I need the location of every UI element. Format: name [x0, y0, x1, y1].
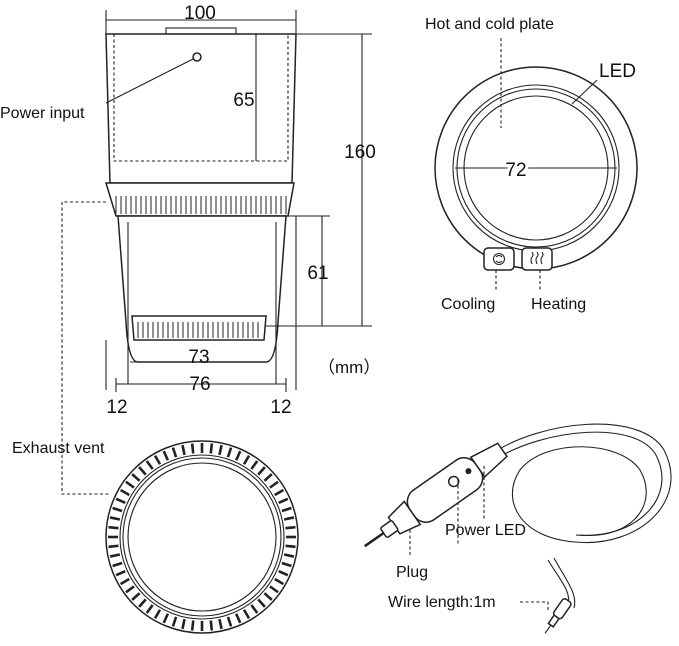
label-heating: Heating [531, 296, 586, 313]
vent-tooth [209, 620, 214, 631]
vent-tooth [109, 516, 121, 521]
vent-tooth [115, 569, 126, 577]
power-input-port [192, 52, 202, 62]
vent-tooth [109, 553, 121, 558]
vent-tooth [171, 616, 178, 627]
vent-tooth [138, 466, 147, 476]
dim-upper-height: 65 [233, 90, 254, 111]
vent-tooth [234, 613, 242, 624]
cooling-button[interactable] [483, 247, 515, 271]
dim-top-width: 100 [184, 3, 216, 24]
label-power-led: Power LED [445, 522, 526, 539]
vent-tooth [278, 569, 289, 577]
vent-tooth [250, 460, 259, 470]
vent-tooth [145, 460, 154, 470]
vent-tooth [153, 609, 162, 620]
label-hot-cold-plate: Hot and cold plate [425, 16, 554, 33]
exhaust-vent-teeth [108, 443, 296, 631]
vent-tooth [257, 598, 266, 608]
vent-tooth [138, 598, 147, 608]
bottom-ring-ribs [137, 322, 259, 338]
exhaust-vent-inner [127, 462, 277, 612]
vent-tooth [263, 592, 273, 601]
cigarette-plug [364, 442, 508, 548]
heat-waves-icon [530, 251, 544, 265]
vent-tooth [162, 613, 170, 624]
vent-tooth [125, 480, 135, 489]
vent-tooth [250, 604, 259, 614]
heating-button[interactable] [521, 247, 553, 271]
dim-left-offset: 12 [106, 397, 127, 418]
vent-tooth [209, 443, 214, 454]
vent-tooth [274, 577, 285, 586]
vent-tooth [131, 592, 141, 601]
vent-tooth [153, 454, 162, 465]
side-view: 100 65 Power input 160 61 73 [0, 3, 380, 418]
vent-tooth [257, 466, 266, 476]
vent-tooth [278, 497, 289, 505]
vent-tooth [119, 577, 130, 586]
vent-tooth [190, 620, 195, 631]
vent-tooth [242, 454, 251, 465]
label-power-input: Power input [0, 105, 85, 122]
vent-tooth [218, 444, 223, 456]
car-charger: Power LED Plug Wire length:1m [364, 423, 672, 634]
dim-base-width: 76 [189, 374, 210, 395]
unit-label: （mm） [318, 358, 380, 377]
vent-tooth [112, 561, 123, 568]
vent-tooth [283, 516, 295, 521]
vent-tooth [131, 473, 141, 482]
inner-liner [113, 34, 289, 162]
top-view: Hot and cold plate LED 72 Cooling He [425, 16, 638, 313]
vent-tooth [281, 561, 292, 568]
vent-tooth [218, 618, 223, 630]
dim-total-height: 160 [344, 142, 376, 163]
label-led: LED [599, 61, 636, 82]
dim-right-offset: 12 [270, 397, 291, 418]
vent-tooth [112, 506, 123, 513]
vent-tooth [181, 444, 186, 456]
vent-tooth [108, 544, 119, 549]
dim-plate-diameter: 72 [505, 160, 526, 181]
vent-tooth [171, 447, 178, 458]
cable-loop [489, 423, 672, 544]
label-cooling: Cooling [441, 296, 495, 313]
vent-tooth [226, 616, 233, 627]
vent-tooth [108, 525, 119, 530]
vent-tooth [285, 525, 296, 530]
vent-tooth [269, 480, 279, 489]
vent-tooth [145, 604, 154, 614]
vent-tooth [274, 488, 285, 497]
vent-tooth [283, 553, 295, 558]
vent-tooth [119, 488, 130, 497]
bottom-ring [131, 315, 267, 341]
vent-tooth [269, 585, 279, 594]
vent-tooth [281, 506, 292, 513]
dim-inner-width: 73 [188, 347, 209, 368]
label-exhaust-vent: Exhaust vent [12, 440, 105, 457]
vent-tooth [125, 585, 135, 594]
vent-tooth [115, 497, 126, 505]
power-led-indicator [447, 475, 460, 488]
vent-tooth [285, 544, 296, 549]
vent-ring-ribs [115, 196, 287, 214]
vent-tooth [181, 618, 186, 630]
vent-tooth [226, 447, 233, 458]
vent-tooth [190, 443, 195, 454]
vent-tooth [242, 609, 251, 620]
vent-tooth [162, 450, 170, 461]
vent-tooth [234, 450, 242, 461]
bottom-view: Exhaust vent [12, 201, 299, 634]
label-plug: Plug [396, 564, 428, 581]
snowflake-icon [492, 252, 506, 266]
dim-lower-height: 61 [307, 263, 328, 284]
label-wire-length: Wire length:1m [388, 594, 496, 611]
vent-tooth [263, 473, 273, 482]
tail-plug-tip [544, 598, 572, 634]
